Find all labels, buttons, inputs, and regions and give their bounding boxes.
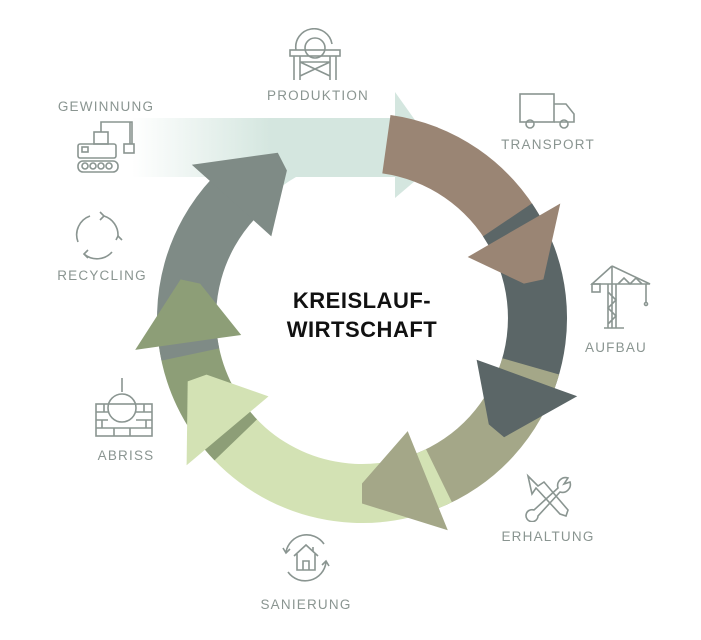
table-saw-icon xyxy=(289,28,341,80)
label-recycling: RECYCLING xyxy=(57,268,147,283)
arrow-head-erhaltung xyxy=(362,431,448,531)
label-abriss: ABRISS xyxy=(97,448,155,463)
label-aufbau: AUFBAU xyxy=(585,340,647,355)
diagram-title: KREISLAUF- WIRTSCHAFT xyxy=(287,286,437,344)
wrecking-ball-icon xyxy=(95,378,153,437)
arrow-head-sanierung xyxy=(186,374,269,466)
arrow-body-transport xyxy=(382,115,542,248)
arrow-head-recycling xyxy=(191,152,287,237)
label-produktion: PRODUKTION xyxy=(266,88,370,103)
label-transport: TRANSPORT xyxy=(501,137,595,152)
arrow-head-transport xyxy=(467,203,561,284)
excavator-icon xyxy=(77,121,135,173)
arrow-head-abriss xyxy=(135,279,242,350)
recycle-icon xyxy=(75,211,123,260)
label-erhaltung: ERHALTUNG xyxy=(501,529,595,544)
label-gewinnung: GEWINNUNG xyxy=(57,99,155,114)
tools-icon xyxy=(525,473,572,522)
title-line-1: KREISLAUF- xyxy=(292,288,432,313)
title-line-2: WIRTSCHAFT xyxy=(286,317,438,342)
truck-icon xyxy=(519,93,575,129)
arrow-head-aufbau xyxy=(476,359,578,438)
house-renovation-icon xyxy=(282,534,330,582)
crane-icon xyxy=(590,265,651,329)
label-sanierung: SANIERUNG xyxy=(260,597,352,612)
